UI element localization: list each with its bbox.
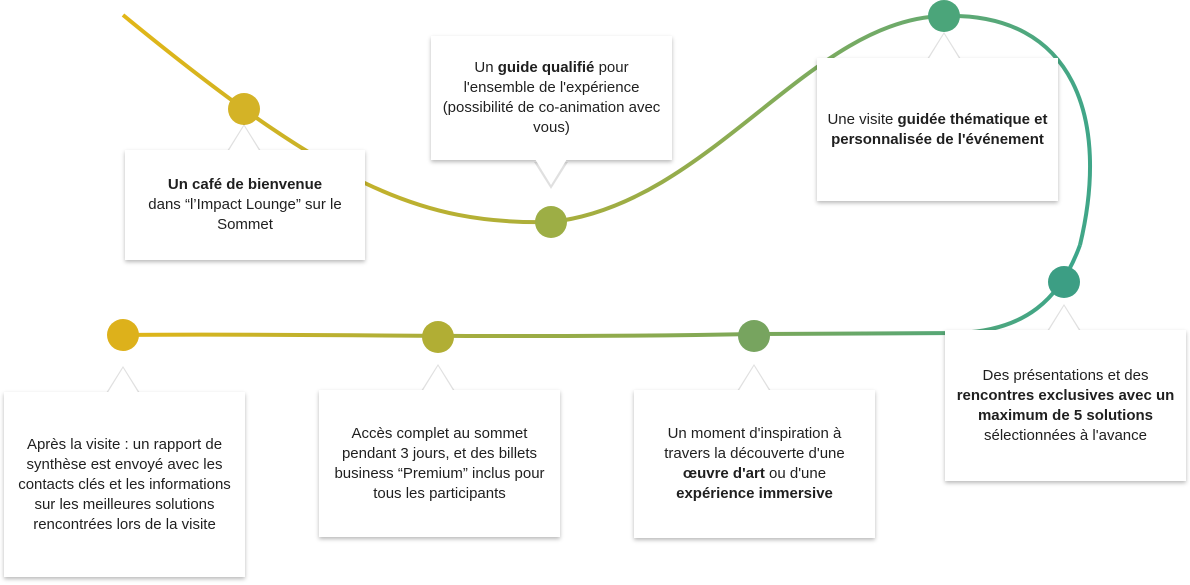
node-inspiration xyxy=(738,320,770,352)
card-cafe: Un café de bienvenue dans “l’Impact Loun… xyxy=(125,150,365,260)
card-apres: Après la visite : un rapport de synthèse… xyxy=(4,392,245,577)
card-guide-text: Un guide qualifié pour l'ensemble de l'e… xyxy=(441,58,662,138)
path-bottom xyxy=(122,244,1082,339)
card-acces-tip xyxy=(422,366,454,392)
card-acces-text: Accès complet au sommet pendant 3 jours,… xyxy=(334,424,545,502)
card-inspiration-bold2: expérience immersive xyxy=(676,485,833,502)
card-guide: Un guide qualifié pour l'ensemble de l'e… xyxy=(431,36,672,160)
card-inspiration-bold1: œuvre d'art xyxy=(682,465,765,482)
card-inspiration-pre: Un moment d'inspiration à travers la déc… xyxy=(664,425,845,462)
node-apres xyxy=(107,319,139,351)
card-presentations-text: Des présentations et des rencontres excl… xyxy=(955,366,1176,446)
node-presentations xyxy=(1048,266,1080,298)
card-apres-tip xyxy=(107,368,139,394)
card-inspiration-tip xyxy=(738,366,770,392)
card-presentations-rest: sélectionnées à l'avance xyxy=(984,426,1147,444)
card-visite-bold: guidée thématique et personnalisée de l'… xyxy=(831,110,1048,148)
card-visite-pre: Une visite xyxy=(827,110,898,128)
node-cafe xyxy=(228,93,260,125)
node-acces xyxy=(422,321,454,353)
card-cafe-rest: dans “l’Impact Lounge” sur le Sommet xyxy=(148,196,342,233)
card-presentations: Des présentations et des rencontres excl… xyxy=(945,330,1186,481)
card-inspiration-mid: ou d'une xyxy=(764,465,827,482)
card-guide-tip xyxy=(535,159,567,185)
card-presentations-pre: Des présentations et des xyxy=(982,366,1149,384)
card-visite: Une visite guidée thématique et personna… xyxy=(817,58,1058,201)
card-guide-pre: Un xyxy=(474,59,498,76)
card-cafe-text: Un café de bienvenue dans “l’Impact Loun… xyxy=(135,175,355,235)
node-guide xyxy=(535,206,567,238)
card-guide-rest: pour l'ensemble de l'expérience (possibi… xyxy=(442,59,661,136)
card-cafe-tip xyxy=(228,126,260,152)
card-presentations-tip xyxy=(1048,306,1080,332)
card-visite-tip xyxy=(928,34,960,60)
card-inspiration-text: Un moment d'inspiration à travers la déc… xyxy=(644,424,865,504)
card-inspiration: Un moment d'inspiration à travers la déc… xyxy=(634,390,875,538)
card-presentations-bold: rencontres exclusives avec un maximum de… xyxy=(956,386,1175,424)
node-visite xyxy=(928,0,960,32)
card-visite-text: Une visite guidée thématique et personna… xyxy=(827,110,1048,150)
card-acces: Accès complet au sommet pendant 3 jours,… xyxy=(319,390,560,537)
card-apres-text: Après la visite : un rapport de synthèse… xyxy=(18,435,231,533)
card-guide-bold: guide qualifié xyxy=(497,59,595,76)
card-cafe-bold: Un café de bienvenue xyxy=(167,176,323,193)
